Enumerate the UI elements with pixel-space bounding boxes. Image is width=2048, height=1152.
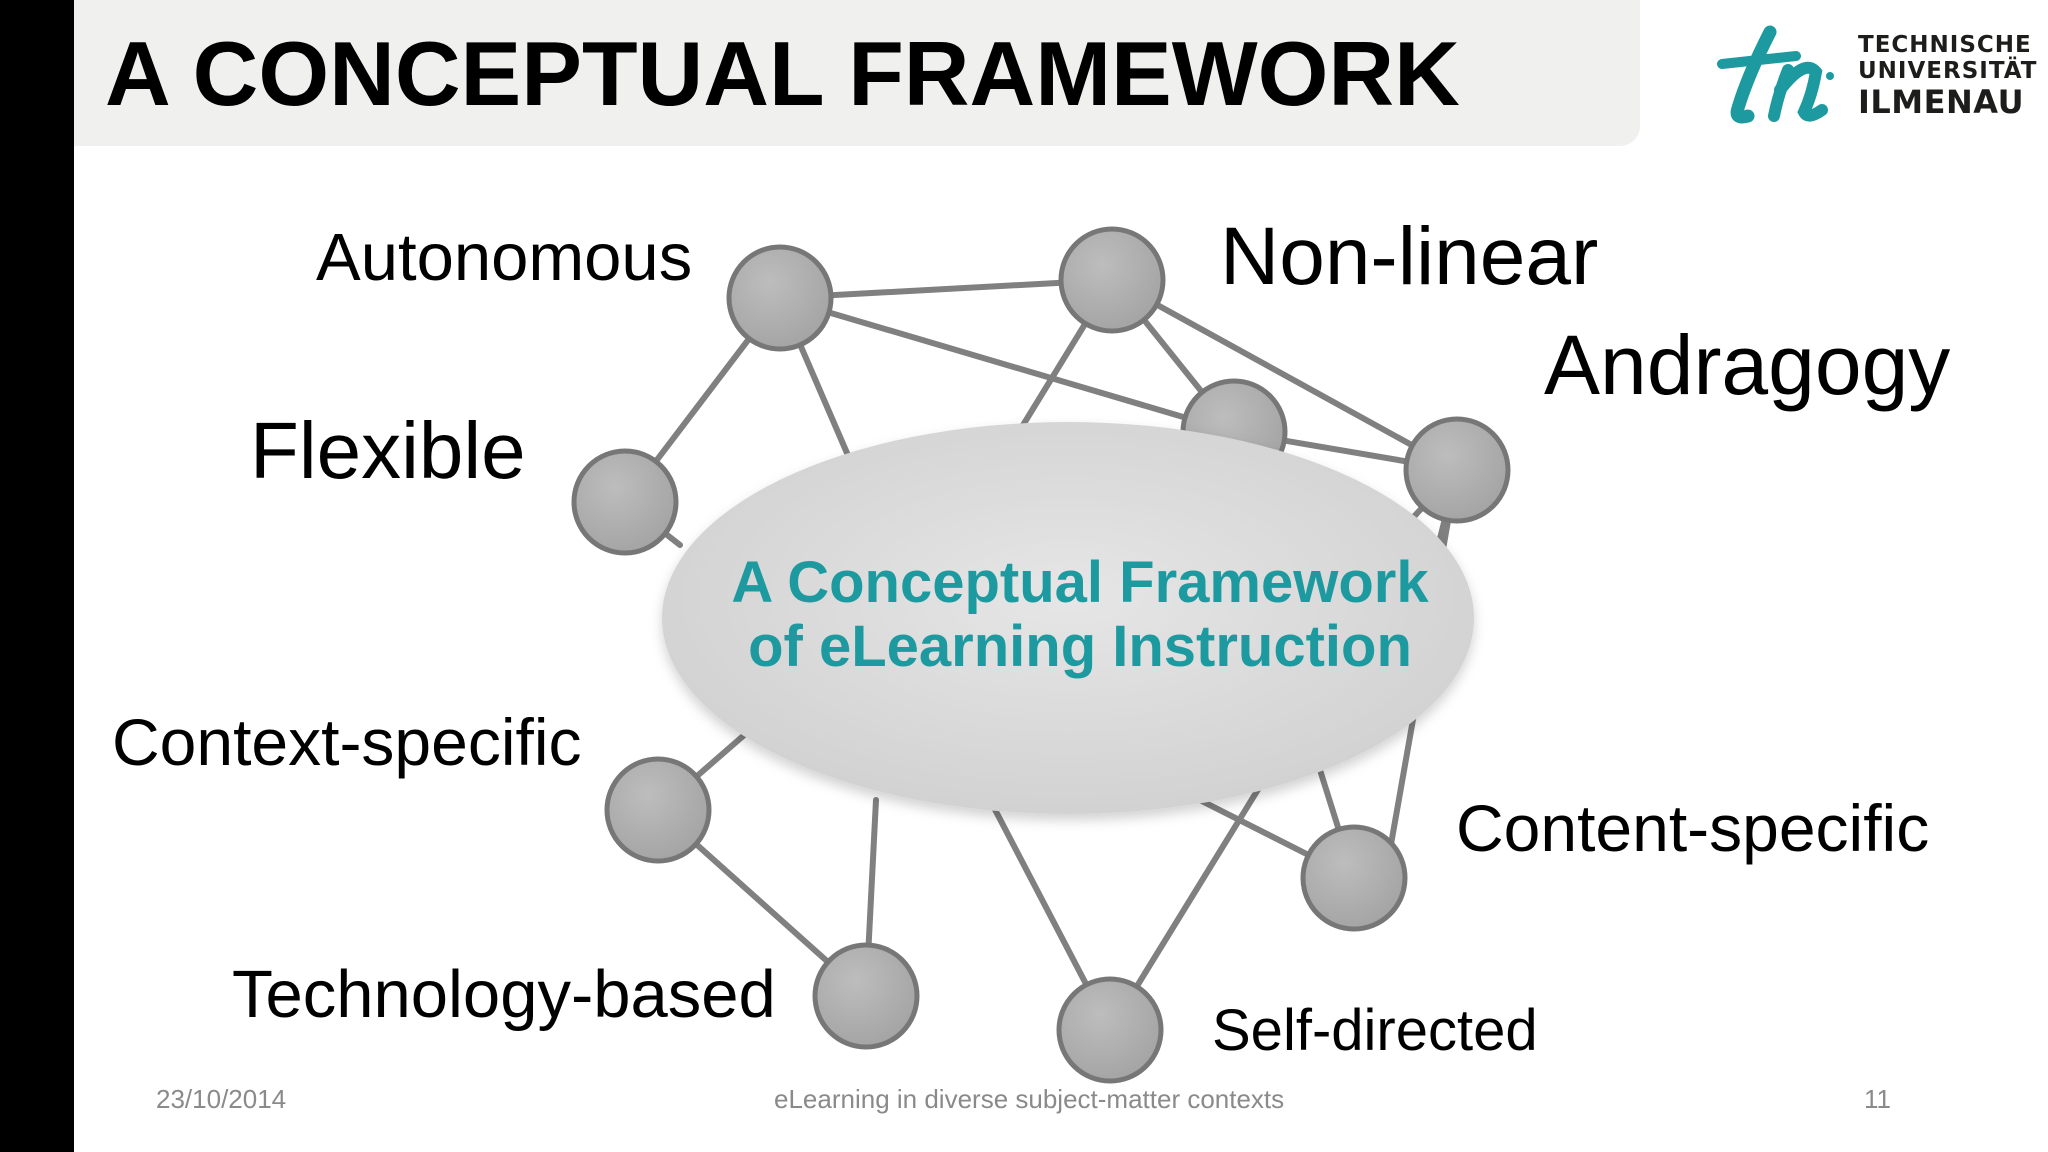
term-non-linear: Non-linear: [1220, 211, 1598, 302]
center-label-line1: A Conceptual Framework: [731, 550, 1429, 615]
term-andragogy: Andragogy: [1544, 318, 1950, 412]
title-panel: [74, 0, 1640, 146]
footer-presentation-title: eLearning in diverse subject-matter cont…: [774, 1084, 1285, 1114]
term-autonomous: Autonomous: [316, 220, 692, 295]
term-technology-based: Technology-based: [232, 957, 776, 1032]
logo-line-universitat: UNIVERSITÄT: [1858, 58, 2038, 84]
tu-monogram-icon: [1717, 25, 1834, 124]
term-context-specific: Context-specific: [112, 705, 582, 779]
node-content-specific: [1300, 824, 1408, 932]
slide-title: A CONCEPTUAL FRAMEWORK: [105, 24, 1460, 125]
node-non-linear: [1058, 226, 1166, 334]
edge: [1109, 277, 1460, 473]
left-accent-bar: [0, 0, 74, 1152]
node-context-specific: [604, 756, 712, 864]
node-andragogy: [1403, 416, 1511, 524]
term-flexible: Flexible: [250, 406, 526, 495]
university-logo: [1717, 25, 1834, 124]
node-autonomous: [726, 244, 834, 352]
term-self-directed: Self-directed: [1212, 998, 1538, 1063]
logo-line-ilmenau: ILMENAU: [1858, 83, 2025, 121]
center-label-line2: of eLearning Instruction: [748, 614, 1412, 679]
footer-page-number: 11: [1864, 1084, 1891, 1114]
node-self-directed: [1056, 976, 1164, 1084]
footer-date: 23/10/2014: [156, 1084, 287, 1114]
logo-line-technische: TECHNISCHE: [1858, 32, 2032, 58]
edge: [777, 295, 1237, 435]
term-content-specific: Content-specific: [1456, 791, 1929, 865]
node-flexible: [571, 448, 679, 556]
edge: [777, 277, 1115, 301]
node-technology-based: [812, 942, 920, 1050]
network-nodes: [571, 226, 1511, 1084]
university-name: TECHNISCHE UNIVERSITÄT ILMENAU: [1858, 32, 2038, 121]
central-ellipse: [662, 422, 1474, 814]
